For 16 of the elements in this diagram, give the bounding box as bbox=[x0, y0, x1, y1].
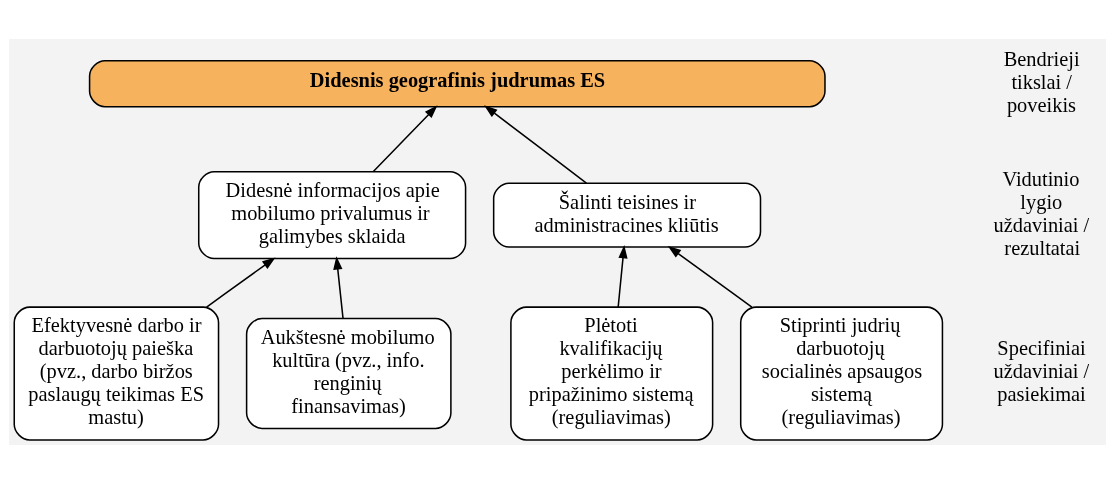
arrow bbox=[333, 255, 344, 319]
label: Vidutinio lygio uždaviniai / rezultatai bbox=[993, 167, 1090, 259]
node-box: Stiprinti judrių darbuotojų socialinės apsaugos sistemą (reguliavimas) bbox=[739, 305, 944, 441]
node-box: Aukštesnė mobilumo kultūra (pvz., info. renginių finansavimas) bbox=[245, 317, 452, 429]
arrow bbox=[617, 244, 628, 308]
arrow bbox=[484, 104, 588, 184]
node-box: Efektyvesnė darbo ir darbuotojų paieška (pvz., darbo biržos paslaugų teikimas ES mastu) bbox=[13, 305, 220, 441]
node-box: Didesnis geografinis judrumas ES bbox=[88, 59, 826, 107]
arrow bbox=[205, 256, 276, 308]
node-box: Šalinti teisines ir administracines kliūtis bbox=[492, 182, 762, 248]
node-box: Didesnė informacijos apie mobilumo privalumus ir galimybes sklaida bbox=[197, 170, 467, 259]
label: Specifiniai uždaviniai / pasiekimai bbox=[993, 336, 1090, 405]
node-box: Plėtoti kvalifikacijų perkėlimo ir pripažinimo sistemą (reguliavimas) bbox=[510, 305, 714, 441]
arrow bbox=[372, 104, 438, 172]
arrow bbox=[667, 245, 753, 308]
label: Bendrieji tikslai / poveikis bbox=[1003, 47, 1080, 116]
